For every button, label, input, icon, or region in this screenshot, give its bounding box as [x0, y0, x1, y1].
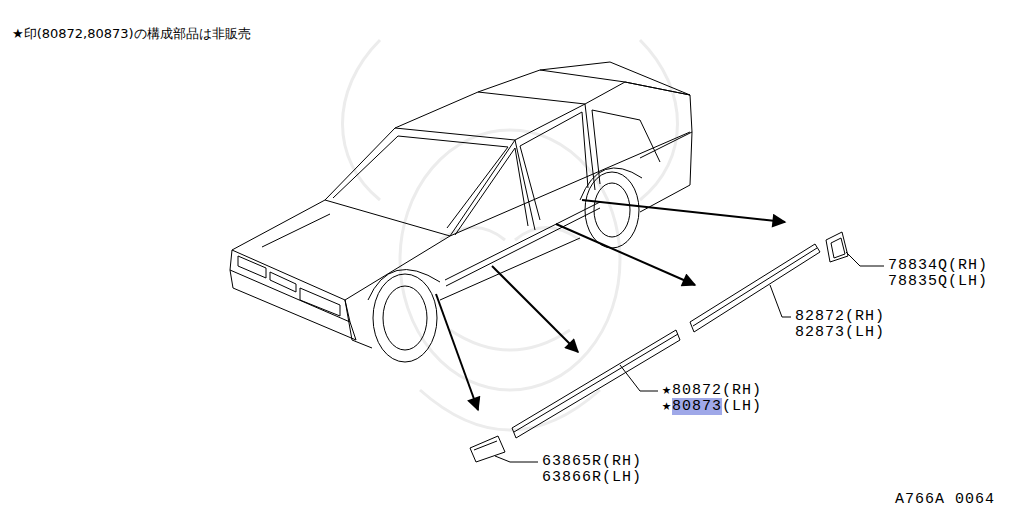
part-number: ★80872(RH)	[662, 383, 762, 399]
car-body	[230, 62, 692, 362]
part-number: 63865R(RH)	[542, 454, 642, 470]
part-number: 82873(LH)	[795, 325, 885, 341]
part-number: 63866R(LH)	[542, 470, 642, 486]
leader-lines	[495, 252, 884, 462]
part-number: 78834Q(RH)	[888, 258, 988, 274]
part-shapes	[470, 232, 848, 462]
part-number: ★80873(LH)	[662, 399, 762, 415]
part-number: 82872(RH)	[795, 309, 885, 325]
figure-code: A766A 0064	[895, 492, 995, 508]
part-number: 78835Q(LH)	[888, 274, 988, 290]
note-text: ★印(80872,80873)の構成部品は非販売	[12, 26, 251, 42]
pointer-arrows	[436, 200, 785, 410]
